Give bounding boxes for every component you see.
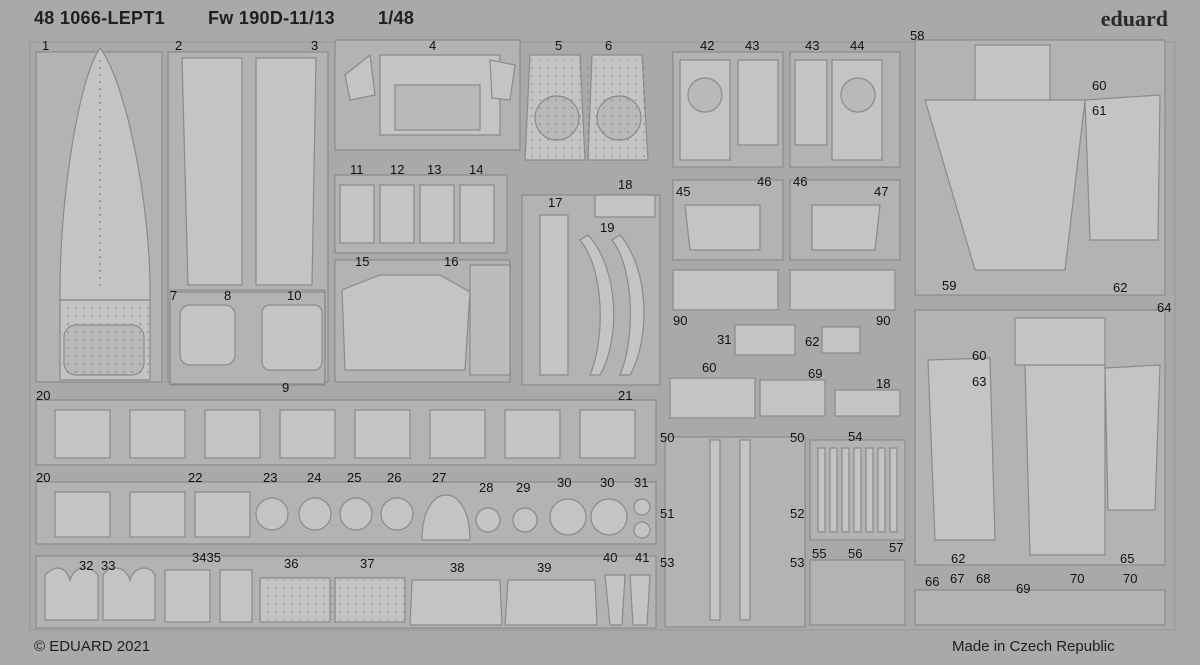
part-number: 40	[603, 550, 617, 565]
part-number: 44	[850, 38, 864, 53]
part-number: 57	[889, 540, 903, 555]
part-number: 20	[36, 470, 50, 485]
part-number: 56	[848, 546, 862, 561]
part-number: 60	[972, 348, 986, 363]
part-number: 30	[557, 475, 571, 490]
part-number: 25	[347, 470, 361, 485]
part-number: 24	[307, 470, 321, 485]
part-number: 46	[793, 174, 807, 189]
part-number: 7	[170, 288, 177, 303]
part-number: 38	[450, 560, 464, 575]
part-number: 16	[444, 254, 458, 269]
origin-text: Made in Czech Republic	[952, 638, 1115, 655]
part-number: 62	[951, 551, 965, 566]
part-number: 15	[355, 254, 369, 269]
part-number: 2	[175, 38, 182, 53]
part-number: 45	[676, 184, 690, 199]
kit-scale: 1/48	[378, 8, 415, 28]
part-number: 39	[537, 560, 551, 575]
part-number: 54	[848, 429, 862, 444]
part-number: 69	[808, 366, 822, 381]
part-number: 60	[1092, 78, 1106, 93]
part-number: 50	[660, 430, 674, 445]
part-number: 32	[79, 558, 93, 573]
part-number: 11	[350, 162, 364, 177]
part-number: 69	[1016, 581, 1030, 596]
part-number: 66	[925, 574, 939, 589]
part-number: 3435	[192, 550, 221, 565]
part-number: 61	[1092, 103, 1106, 118]
part-number: 42	[700, 38, 714, 53]
part-number: 62	[805, 334, 819, 349]
part-number: 1	[42, 38, 49, 53]
part-number: 58	[910, 28, 924, 43]
part-number: 46	[757, 174, 771, 189]
part-number: 36	[284, 556, 298, 571]
part-number: 60	[702, 360, 716, 375]
part-number: 41	[635, 550, 649, 565]
part-number: 30	[600, 475, 614, 490]
part-number: 21	[618, 388, 632, 403]
part-number: 18	[618, 177, 632, 192]
part-number: 43	[745, 38, 759, 53]
part-number: 12	[390, 162, 404, 177]
part-number: 70	[1070, 571, 1084, 586]
part-number: 31	[717, 332, 731, 347]
eduard-logo: eduard	[1100, 6, 1168, 31]
kit-title: Fw 190D-11/13	[208, 8, 335, 28]
part-number: 90	[876, 313, 890, 328]
part-number: 62	[1113, 280, 1127, 295]
part-number: 53	[790, 555, 804, 570]
copyright-text: © EDUARD 2021	[34, 638, 151, 655]
part-number: 90	[673, 313, 687, 328]
part-number: 4	[429, 38, 436, 53]
part-number: 64	[1157, 300, 1171, 315]
part-number: 51	[660, 506, 674, 521]
part-number: 70	[1123, 571, 1137, 586]
part-number: 52	[790, 506, 804, 521]
part-number: 10	[287, 288, 301, 303]
part-code: 48 1066-LEPT1	[34, 8, 165, 28]
part-number: 9	[282, 380, 289, 395]
part-number: 20	[36, 388, 50, 403]
part-number: 29	[516, 480, 530, 495]
part-number: 68	[976, 571, 990, 586]
part-number: 28	[479, 480, 493, 495]
part-number: 19	[600, 220, 614, 235]
part-number: 8	[224, 288, 231, 303]
part-number: 55	[812, 546, 826, 561]
part-number: 26	[387, 470, 401, 485]
part-number: 13	[427, 162, 441, 177]
part-number: 37	[360, 556, 374, 571]
part-number: 59	[942, 278, 956, 293]
part-number: 14	[469, 162, 483, 177]
part-number: 65	[1120, 551, 1134, 566]
part-number: 47	[874, 184, 888, 199]
part-number: 43	[805, 38, 819, 53]
part-number: 50	[790, 430, 804, 445]
part-number: 5	[555, 38, 562, 53]
part-number: 18	[876, 376, 890, 391]
part-number: 31	[634, 475, 648, 490]
part-number: 33	[101, 558, 115, 573]
part-number: 3	[311, 38, 318, 53]
part-number: 6	[605, 38, 612, 53]
part-number: 53	[660, 555, 674, 570]
part-number: 63	[972, 374, 986, 389]
part-number: 23	[263, 470, 277, 485]
part-number: 27	[432, 470, 446, 485]
part-number: 22	[188, 470, 202, 485]
part-number: 17	[548, 195, 562, 210]
part-number: 67	[950, 571, 964, 586]
